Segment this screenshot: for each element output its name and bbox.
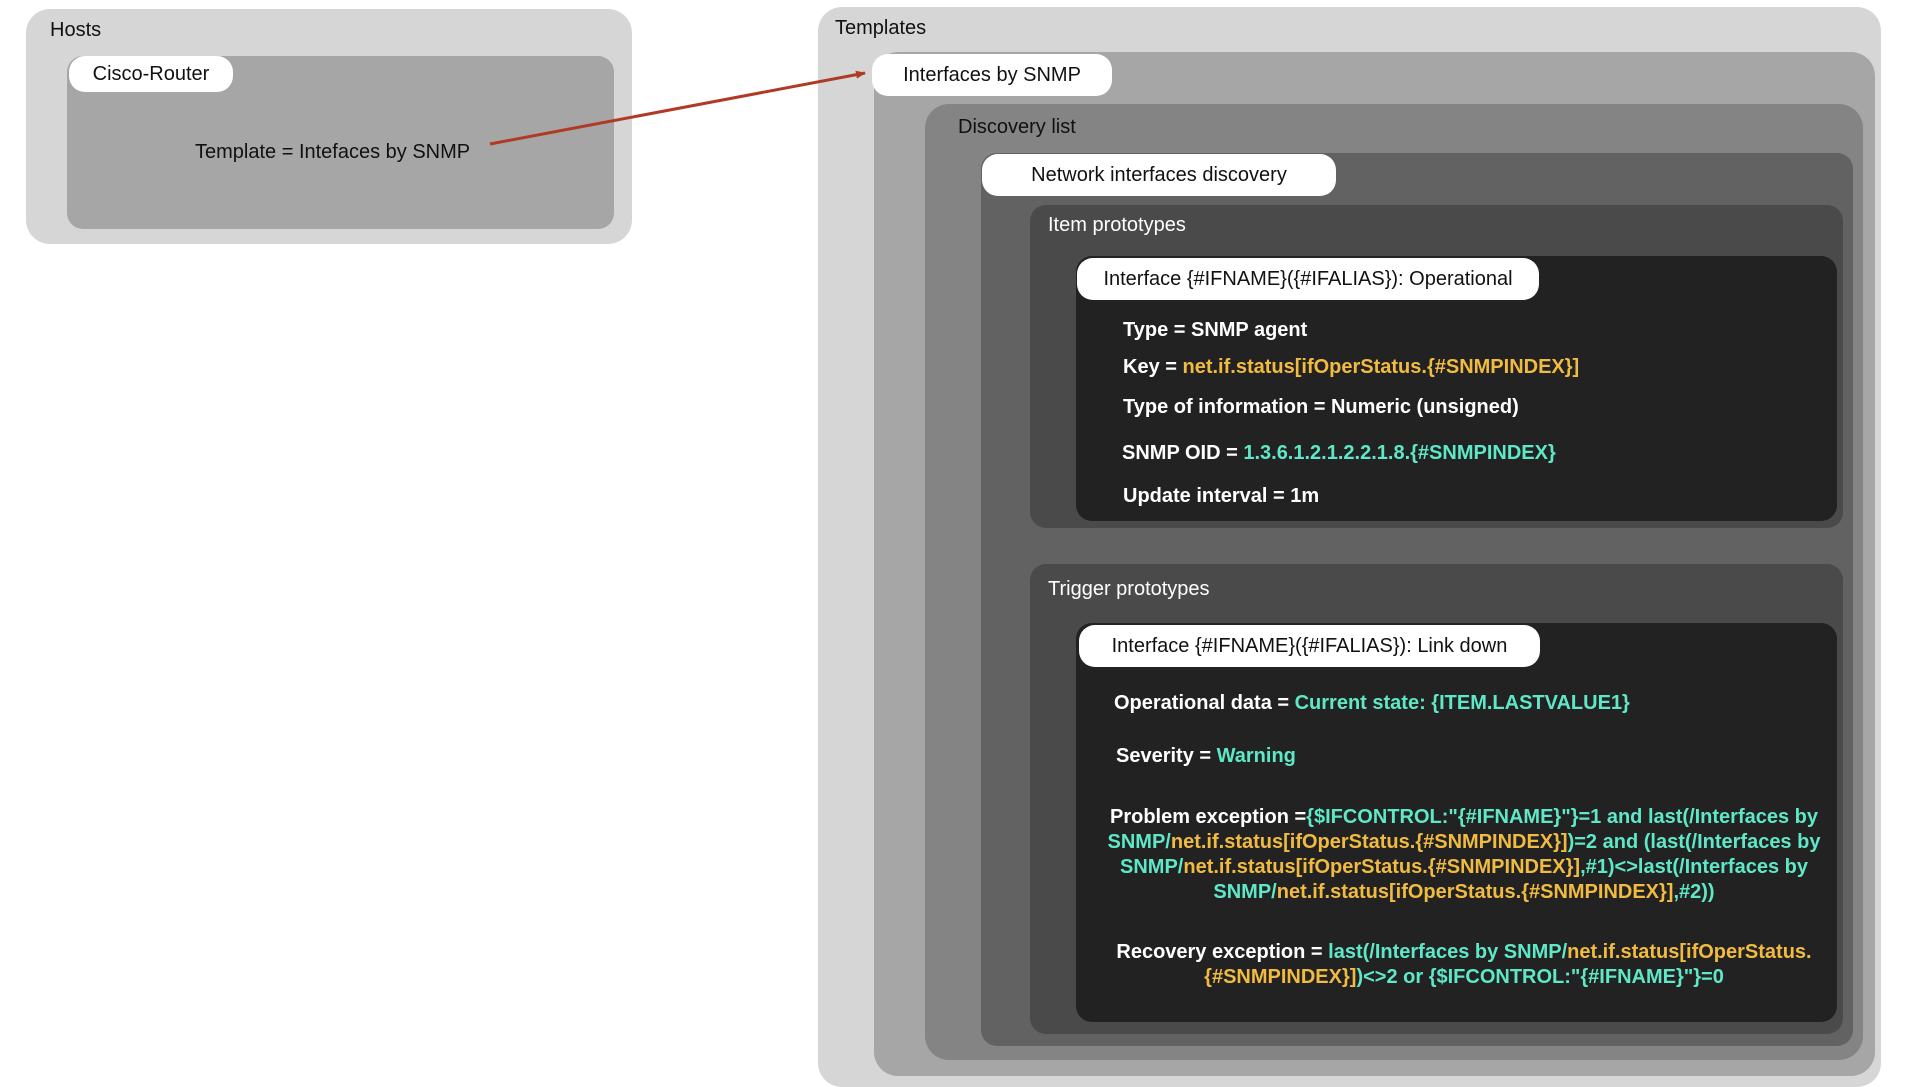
problem-expression-part-3: net.if.status[ifOperStatus.{#SNMPINDEX}]	[1170, 831, 1568, 853]
discovery-list-title: Discovery list	[958, 116, 1076, 138]
item-key-value: net.if.status[ifOperStatus.{#SNMPINDEX}]	[1182, 356, 1580, 378]
trigger-prototype-card[interactable]	[1076, 623, 1837, 1022]
problem-expression-part-7: ,#1)<>last(/Interfaces by	[1580, 856, 1808, 878]
trigger-severity-label: Severity =	[1116, 745, 1217, 767]
hosts-title: Hosts	[50, 19, 102, 41]
trigger-recovery-expression: Recovery exception = last(/Interfaces by…	[1104, 940, 1824, 990]
recovery-expression-label: Recovery exception =	[1116, 941, 1329, 963]
trigger-prototype-name-pill[interactable]: Interface {#IFNAME}({#IFALIAS}): Link do…	[1079, 625, 1540, 667]
discovery-rule-pill[interactable]: Network interfaces discovery	[982, 154, 1336, 196]
problem-expression-part-8: SNMP/	[1213, 881, 1277, 903]
item-snmp-oid-value: 1.3.6.1.2.1.2.2.1.8.{#SNMPINDEX}	[1243, 442, 1556, 464]
item-update-interval: Update interval = 1m	[1123, 485, 1320, 507]
host-name-pill[interactable]: Cisco-Router	[69, 56, 233, 92]
item-prototype-card[interactable]	[1076, 256, 1837, 521]
host-cisco-router[interactable]: Cisco-Router Template = Intefaces by SNM…	[67, 56, 614, 229]
problem-expression-part-2: SNMP/	[1107, 831, 1171, 853]
item-snmp-oid-label: SNMP OID =	[1122, 442, 1244, 464]
item-key-label: Key =	[1123, 356, 1183, 378]
problem-expression-part-1: {$IFCONTROL:"{#IFNAME}"}=1 and last(/Int…	[1306, 806, 1819, 828]
trigger-prototypes-title: Trigger prototypes	[1048, 578, 1210, 600]
item-type: Type = SNMP agent	[1123, 319, 1308, 341]
recovery-expression-part-3: {#SNMPINDEX}]	[1204, 966, 1357, 988]
item-prototypes-title: Item prototypes	[1048, 214, 1186, 236]
problem-expression-part-6: net.if.status[ifOperStatus.{#SNMPINDEX}]	[1183, 856, 1581, 878]
item-prototype-name-pill[interactable]: Interface {#IFNAME}({#IFALIAS}): Operati…	[1077, 258, 1539, 300]
problem-expression-part-10: ,#2))	[1673, 881, 1715, 903]
template-name-pill[interactable]: Interfaces by SNMP	[872, 54, 1112, 96]
trigger-operational-data-label: Operational data =	[1114, 692, 1295, 714]
problem-expression-part-9: net.if.status[ifOperStatus.{#SNMPINDEX}]	[1276, 881, 1674, 903]
item-snmp-oid: SNMP OID = 1.3.6.1.2.1.2.2.1.8.{#SNMPIND…	[1122, 442, 1556, 465]
trigger-problem-expression: Problem exception ={$IFCONTROL:"{#IFNAME…	[1104, 805, 1824, 905]
trigger-operational-data: Operational data = Current state: {ITEM.…	[1114, 692, 1630, 715]
problem-expression-part-4: )=2 and (last(/Interfaces by	[1567, 831, 1821, 853]
trigger-severity-value: Warning	[1216, 745, 1296, 767]
recovery-expression-part-4: )<>2 or {$IFCONTROL:"{#IFNAME}"}=0	[1356, 966, 1724, 988]
recovery-expression-part-2: net.if.status[ifOperStatus.	[1567, 941, 1812, 963]
host-template-link-text: Template = Intefaces by SNMP	[195, 141, 471, 163]
trigger-severity: Severity = Warning	[1116, 745, 1296, 768]
recovery-expression-part-1: last(/Interfaces by SNMP/	[1328, 941, 1568, 963]
hosts-panel: Hosts Cisco-Router Template = Intefaces …	[26, 9, 632, 244]
templates-title: Templates	[835, 17, 927, 39]
trigger-operational-data-value: Current state: {ITEM.LASTVALUE1}	[1294, 692, 1630, 714]
problem-expression-part-5: SNMP/	[1120, 856, 1184, 878]
item-key: Key = net.if.status[ifOperStatus.{#SNMPI…	[1123, 356, 1579, 379]
problem-expression-label: Problem exception =	[1109, 806, 1307, 828]
item-type-of-information: Type of information = Numeric (unsigned)	[1123, 396, 1519, 418]
